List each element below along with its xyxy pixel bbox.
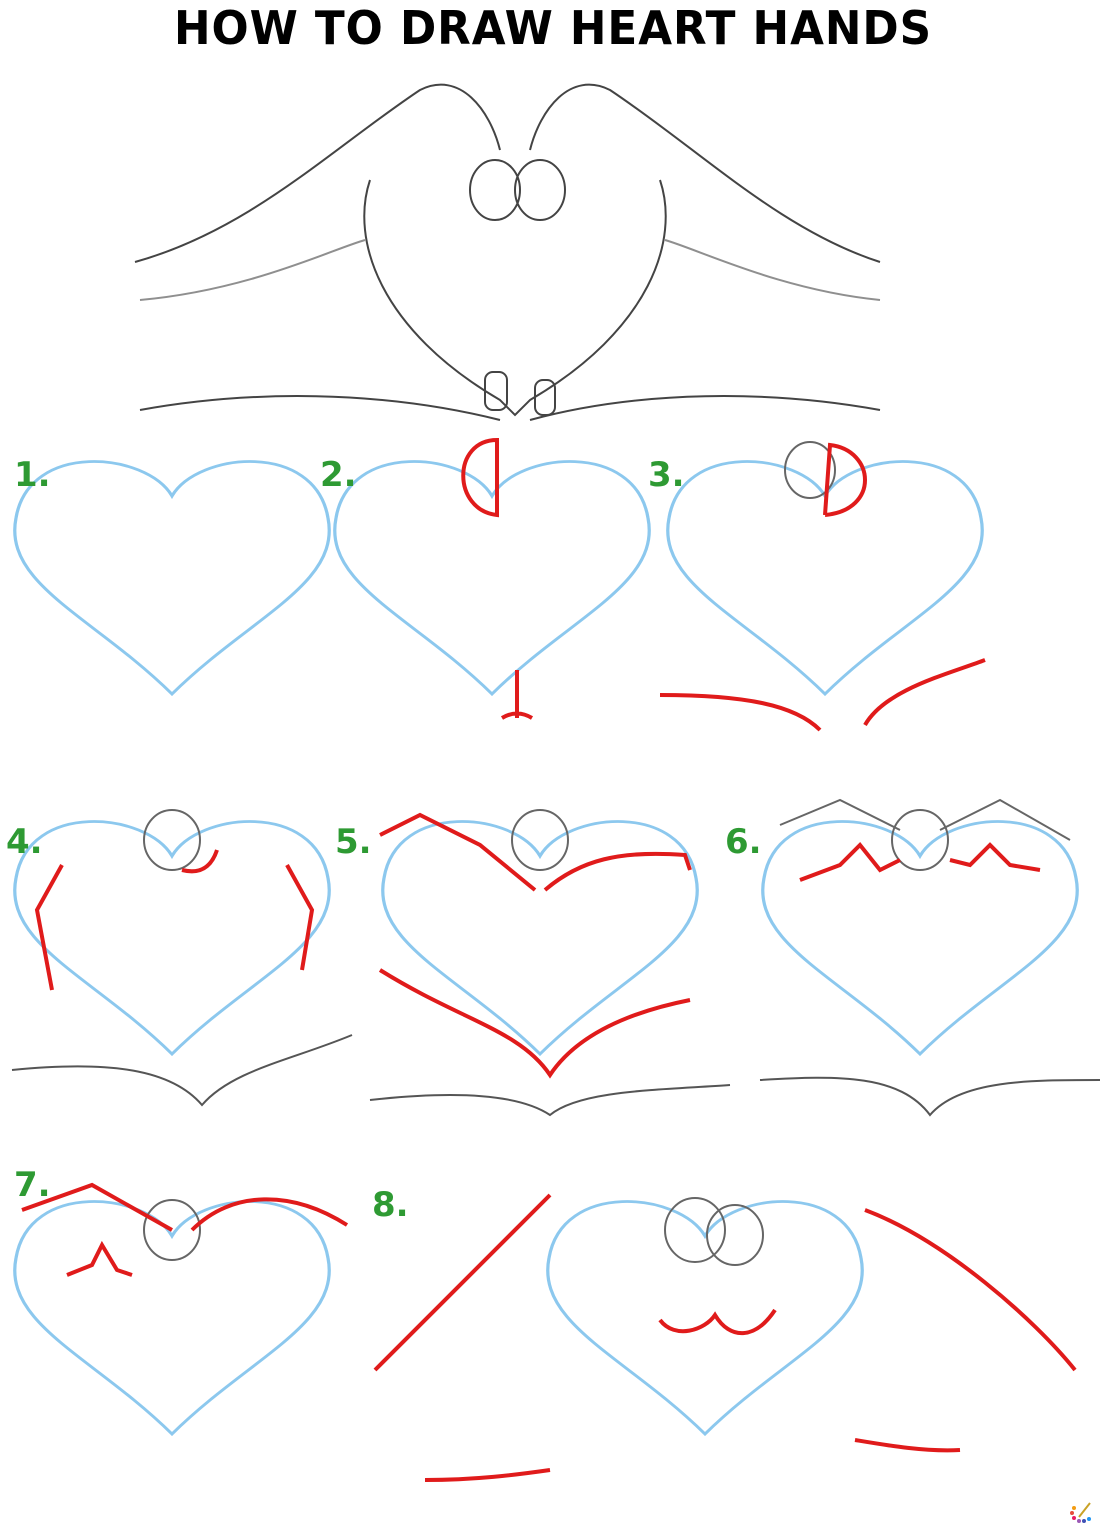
step-7-label: 7. — [14, 1165, 51, 1205]
step-3-label: 3. — [648, 455, 685, 495]
palette-icon — [1070, 1502, 1091, 1523]
step-7-drawing — [13, 1182, 349, 1436]
step-6-label: 6. — [725, 822, 762, 862]
step-4-label: 4. — [6, 822, 43, 862]
step-5-drawing — [369, 809, 731, 1117]
page-title: HOW TO DRAW HEART HANDS — [173, 1, 933, 55]
step-4-drawing — [11, 809, 353, 1107]
step-1-label: 1. — [14, 455, 51, 495]
step-8-label: 8. — [372, 1185, 409, 1225]
step-8-drawing — [373, 1193, 1077, 1482]
step-5-label: 5. — [335, 822, 372, 862]
step-1-drawing — [13, 459, 331, 696]
step-2-drawing — [333, 437, 651, 720]
step-6-drawing — [759, 798, 1101, 1117]
step-3-drawing — [659, 441, 986, 732]
hero-drawing — [134, 83, 881, 421]
step-2-label: 2. — [320, 455, 357, 495]
